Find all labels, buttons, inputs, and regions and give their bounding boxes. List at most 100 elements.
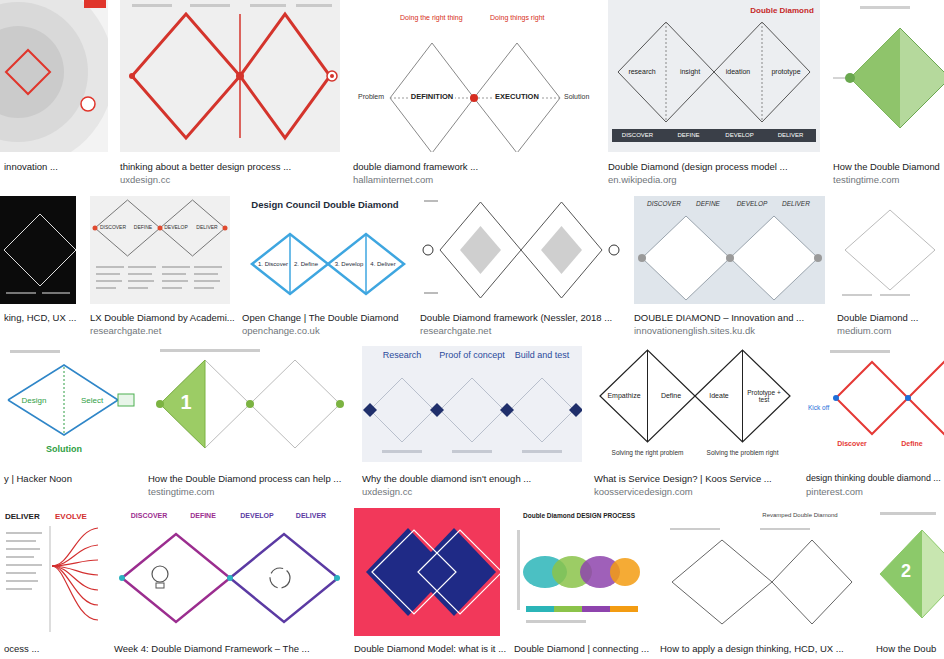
thumbnail-image-part [6, 532, 42, 590]
thumbnail-text: 2 [901, 562, 911, 580]
thumbnail-image-part [160, 200, 225, 256]
result-card: LX Double Diamond by Academi...researchg… [90, 311, 238, 337]
thumbnail-image-part [814, 254, 822, 262]
thumbnail-image [0, 346, 136, 462]
result-title: Double Diamond | connecting ... [514, 642, 649, 655]
thumbnail-image-part [418, 530, 502, 614]
result-source: testingtime.com [148, 485, 215, 498]
result-card: How the Doub [876, 642, 941, 655]
thumbnail-image-part-part [6, 580, 38, 582]
thumbnail-text: EXECUTION [493, 93, 541, 102]
thumbnail-image-part [6, 292, 36, 294]
thumbnail-image-part [610, 558, 640, 586]
thumbnail-image-part [695, 350, 790, 442]
thumbnail-image-part [158, 226, 163, 231]
result-title: LX Double Diamond by Academi... [90, 311, 235, 324]
thumbnail-image [660, 508, 862, 636]
thumbnail-image-part-part [194, 287, 214, 289]
thumbnail-image-part [452, 450, 492, 453]
thumbnail-image-part [672, 540, 772, 624]
thumbnail-image-part [833, 395, 839, 401]
thumbnail-image-part-part [128, 280, 154, 282]
thumbnail-image [634, 196, 825, 304]
thumbnail-text: Solution [46, 444, 82, 454]
thumbnail-image [362, 346, 583, 462]
thumbnail-image-part [122, 534, 230, 622]
thumbnail-image-part [190, 4, 230, 7]
thumbnail-image-part-part [162, 273, 186, 275]
thumbnail-image-part [647, 350, 648, 442]
thumbnail-image-part [842, 294, 872, 296]
thumbnail-image-part-part [96, 280, 122, 282]
thumbnail-image [114, 508, 340, 636]
thumbnail-image-part [522, 450, 562, 453]
result-card: y | Hacker Noon [4, 472, 144, 485]
thumbnail-image-part [860, 6, 910, 9]
thumbnail-text: Ideate [709, 392, 728, 400]
thumbnail-text: DEVELOP [164, 225, 188, 231]
thumbnail-image [420, 196, 622, 304]
thumbnail-image-part [114, 508, 340, 636]
thumbnail-image-part [148, 346, 348, 462]
thumbnail-image-part [582, 606, 610, 612]
result-card: Double Diamond (design process model ...… [608, 160, 829, 186]
thumbnail-image-part [334, 575, 340, 581]
thumbnail-image [0, 508, 100, 636]
thumbnail-image-part [250, 360, 340, 448]
thumbnail-image-part [252, 234, 328, 294]
thumbnail-image-part [514, 508, 644, 636]
thumbnail-text: Define [661, 392, 681, 400]
result-card: thinking about a better design process .… [120, 160, 349, 186]
thumbnail-image-part-part [6, 532, 42, 534]
thumbnail-image-part [760, 528, 810, 530]
thumbnail-image-part [880, 530, 922, 618]
thumbnail-text: Solving the problem right [707, 449, 779, 456]
thumbnail-image-part-part [6, 588, 32, 590]
thumbnail-text: DEFINE [190, 512, 216, 520]
thumbnail-text: Build and test [515, 350, 570, 360]
result-card: How to apply a design thinking, HCD, UX … [660, 642, 872, 655]
thumbnail-image-part [850, 28, 944, 128]
thumbnail-image-part [460, 226, 501, 274]
result-title: How the Doub [876, 642, 936, 655]
thumbnail-text: 4. Deliver [370, 261, 395, 268]
thumbnail-image-part [84, 0, 106, 8]
thumbnail-image-part [230, 534, 338, 622]
thumbnail-text: 2. Define [294, 261, 318, 268]
thumbnail-text: 1. Discover [258, 261, 288, 268]
thumbnail-image-part [93, 226, 98, 231]
thumbnail-image-part [42, 292, 70, 294]
thumbnail-image-part [270, 568, 290, 588]
thumbnail-image-part [845, 210, 935, 290]
thumbnail-text: 3. Develop [335, 261, 364, 268]
thumbnail-image-part-part [194, 273, 218, 275]
result-card: DOUBLE DIAMOND – Innovation and ...innov… [634, 311, 833, 337]
thumbnail-image-part [227, 575, 233, 581]
thumbnail-text: DISCOVER [100, 225, 126, 231]
thumbnail-text: Problem [358, 93, 384, 101]
result-source: testingtime.com [833, 173, 900, 186]
thumbnail-image-part [836, 362, 908, 434]
result-card: ocess ... [4, 642, 110, 655]
thumbnail-text: DELIVER [782, 200, 810, 207]
thumbnail-image-part [52, 528, 98, 620]
thumbnail-image-part [246, 400, 254, 408]
thumbnail-image-part [612, 129, 816, 142]
thumbnail-image-part [328, 234, 404, 294]
thumbnail-image [514, 508, 644, 636]
thumbnail-image-part [670, 528, 720, 530]
thumbnail-image-part [330, 74, 334, 78]
thumbnail-text: Doing things right [490, 14, 544, 22]
result-source: pinterest.com [806, 485, 863, 498]
result-title: Double Diamond framework (Nessler, 2018 … [420, 311, 612, 324]
thumbnail-image-part-part [52, 545, 98, 566]
thumbnail-image-part [618, 22, 714, 122]
thumbnail-text: Select [81, 396, 103, 405]
thumbnail-image [0, 0, 114, 168]
thumbnail-image-part [120, 0, 340, 152]
thumbnail-image-part [95, 200, 160, 256]
thumbnail-text: DELIVER [778, 132, 804, 139]
thumbnail-image-part [8, 400, 118, 435]
thumbnail-image-part [521, 202, 602, 298]
